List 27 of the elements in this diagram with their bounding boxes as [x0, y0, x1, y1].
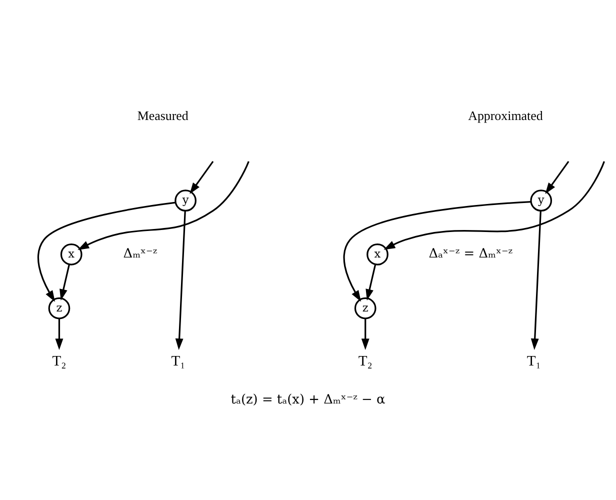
- label: Measured: [137, 108, 188, 123]
- arrow: [530, 210, 542, 350]
- node-circle: z: [48, 297, 70, 320]
- arrow: [78, 161, 250, 250]
- node-circle: z: [354, 297, 376, 320]
- node-text: T₁: [171, 354, 186, 370]
- arrow: [545, 160, 570, 194]
- node-circle: y: [530, 190, 552, 212]
- arrow: [343, 201, 532, 302]
- label: Δₘˣ⁻ᶻ: [123, 246, 158, 262]
- node-text: T₂: [52, 354, 66, 370]
- label: Δₐˣ⁻ᶻ = Δₘˣ⁻ᶻ: [428, 246, 513, 262]
- caption: tₐ(z) = tₐ(x) + Δₘˣ⁻ᶻ − α: [230, 392, 386, 408]
- arrow: [366, 264, 376, 301]
- label: Approximated: [468, 108, 543, 123]
- node-circle: x: [366, 244, 388, 266]
- arrow: [361, 318, 370, 350]
- node-text: T₂: [358, 354, 372, 370]
- node-text: T₁: [526, 354, 541, 370]
- arrow: [60, 264, 70, 301]
- arrow: [55, 318, 64, 350]
- arrow: [37, 202, 176, 302]
- node-circle: y: [174, 190, 196, 212]
- node-circle: x: [60, 244, 82, 266]
- arrow: [175, 210, 186, 350]
- arrow: [384, 161, 605, 250]
- arrow: [190, 160, 214, 194]
